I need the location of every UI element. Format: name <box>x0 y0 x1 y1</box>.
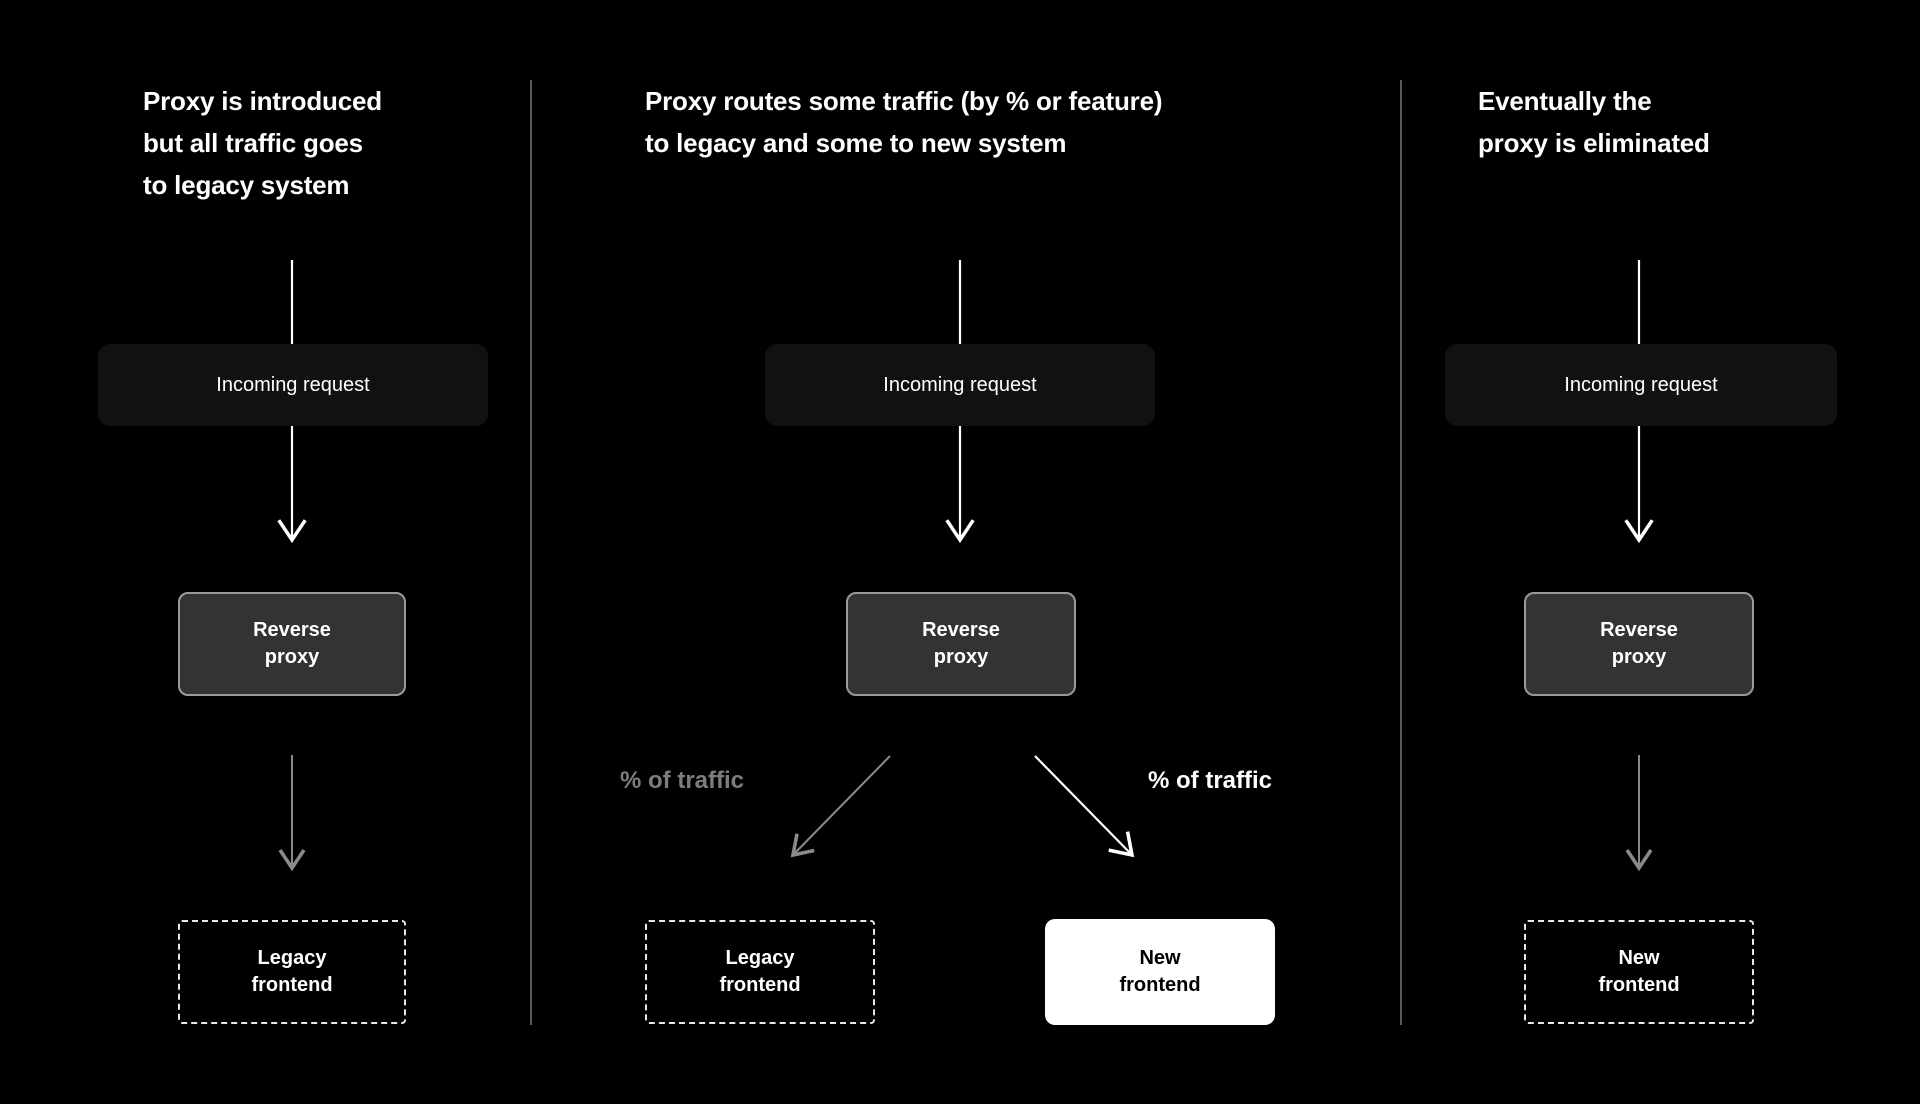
col1-legacy-frontend-label: Legacy frontend <box>251 947 333 996</box>
col2-legacy-frontend-label: Legacy frontend <box>719 947 801 996</box>
col1-incoming-request-box: Incoming request <box>98 344 488 426</box>
column-3-heading: Eventually the proxy is eliminated <box>1478 86 1710 158</box>
col2-incoming-request-label: Incoming request <box>883 373 1037 396</box>
col1-reverse-proxy-box: Reverse proxy <box>178 592 406 696</box>
col2-traffic-label-new: % of traffic <box>1148 767 1273 794</box>
col3-incoming-request-box: Incoming request <box>1445 344 1837 426</box>
col3-reverse-proxy-label: Reverse proxy <box>1600 619 1678 668</box>
col2-traffic-label-legacy: % of traffic <box>620 767 745 794</box>
col1-reverse-proxy-label: Reverse proxy <box>253 619 331 668</box>
col3-new-frontend-label: New frontend <box>1598 947 1680 996</box>
col1-legacy-frontend-box: Legacy frontend <box>178 920 406 1024</box>
col3-incoming-request-label: Incoming request <box>1564 373 1718 396</box>
col2-legacy-frontend-box: Legacy frontend <box>645 920 875 1024</box>
col3-new-frontend-box: New frontend <box>1524 920 1754 1024</box>
col3-reverse-proxy-box: Reverse proxy <box>1524 592 1754 696</box>
col1-incoming-request-label: Incoming request <box>216 373 370 396</box>
col2-incoming-request-box: Incoming request <box>765 344 1155 426</box>
column-divider-1 <box>530 80 532 1025</box>
arrow-proxy-to-new-col2 <box>1034 755 1135 858</box>
column-1-heading: Proxy is introduced but all traffic goes… <box>143 86 382 200</box>
col2-new-frontend-label: New frontend <box>1119 947 1201 996</box>
column-divider-2 <box>1400 80 1402 1025</box>
column-2-heading: Proxy routes some traffic (by % or featu… <box>645 86 1163 158</box>
col2-reverse-proxy-label: Reverse proxy <box>922 619 1000 668</box>
arrow-proxy-to-legacy-col2 <box>790 755 891 858</box>
col2-new-frontend-box: New frontend <box>1045 919 1275 1025</box>
col2-reverse-proxy-box: Reverse proxy <box>846 592 1076 696</box>
